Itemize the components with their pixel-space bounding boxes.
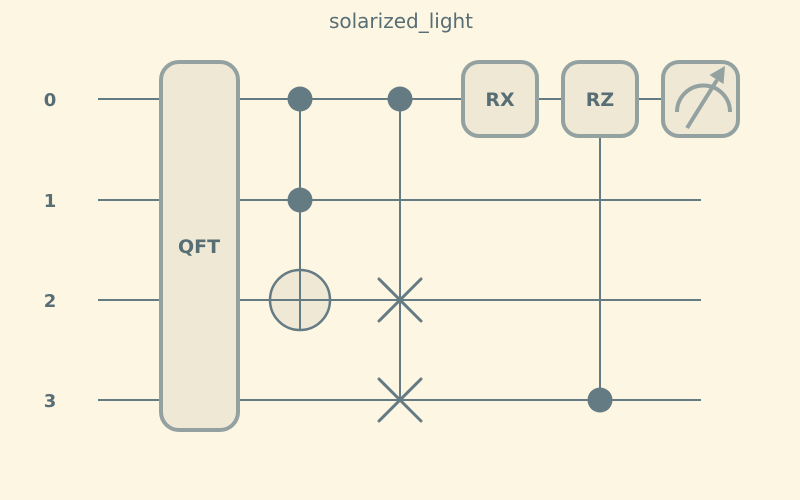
crz-control-dot-q3 [587,387,613,413]
rx-gate: RX [461,60,539,138]
ccx-control-dot-q0 [287,86,313,112]
measure-arc [675,83,732,113]
rx-gate-label: RX [485,89,515,111]
qft-gate-box [159,60,240,432]
qubit-label-2: 2 [44,291,57,312]
qubit-label-0: 0 [44,90,57,111]
cswap-control-dot-q0 [387,86,413,112]
ccx-control-dot-q1 [287,187,313,213]
measure-icon [675,66,732,130]
qubit-label-1: 1 [44,191,57,212]
qft-gate-label: QFT [178,236,220,258]
rz-gate-box [561,60,639,138]
qubit-label-3: 3 [44,391,57,412]
measure-gate [661,60,740,138]
circuit-title: solarized_light [329,9,473,33]
measure-needle [685,78,719,130]
swap-cross-q3 [377,377,423,423]
measure-needle-arrowhead [709,66,725,84]
qft-gate: QFT [159,60,240,432]
rz-gate-label: RZ [586,89,614,111]
swap-cross-q2 [377,277,423,323]
cswap-gate [377,86,423,423]
ccx-gate [268,86,332,332]
rx-gate-box [461,60,539,138]
crz-gate: RZ [561,60,639,413]
